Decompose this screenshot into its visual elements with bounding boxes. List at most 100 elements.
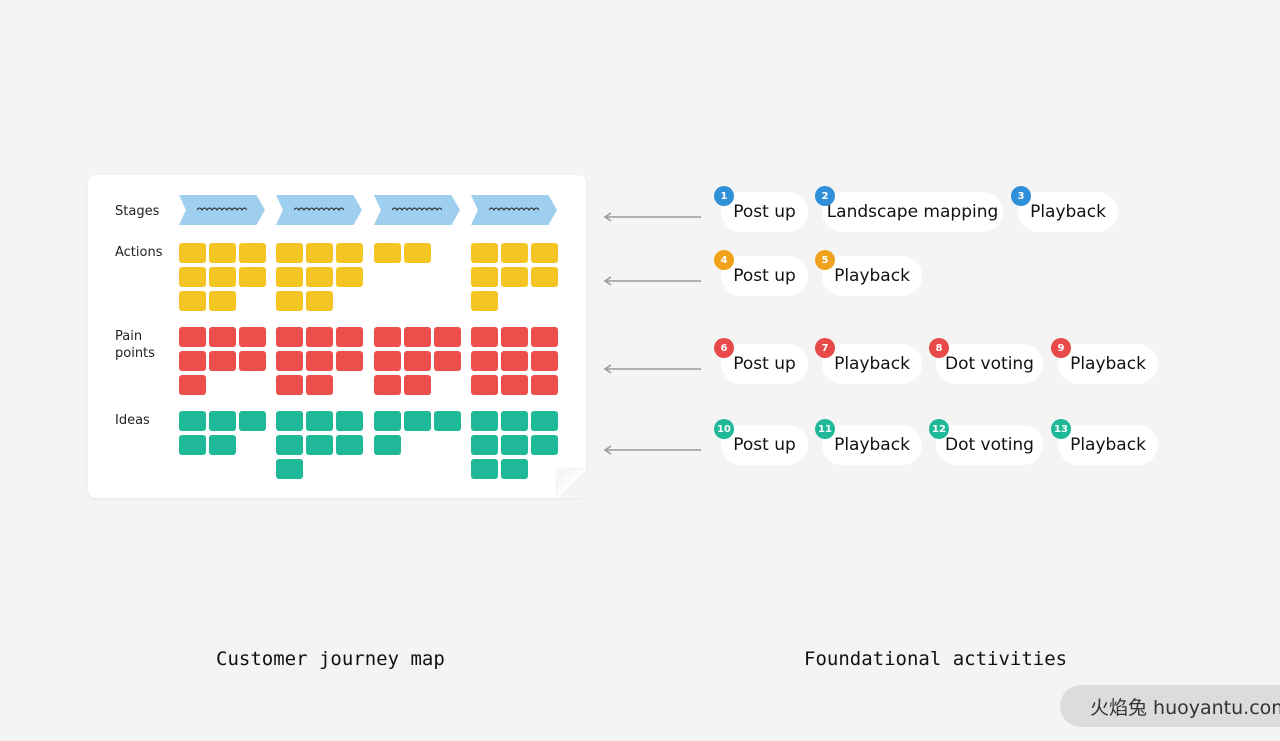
- sticky-note: [471, 267, 498, 287]
- step-number-badge: 3: [1011, 186, 1031, 206]
- activity-pill: Playback: [822, 344, 922, 384]
- activity-label: Playback: [834, 266, 910, 286]
- actions-label: Actions: [115, 245, 163, 260]
- left-arrow-icon: [603, 440, 703, 455]
- sticky-note: [209, 243, 236, 263]
- activity-label: Post up: [733, 202, 796, 222]
- sticky-note: [336, 351, 363, 371]
- sticky-note: [531, 243, 558, 263]
- activity-label: Dot voting: [945, 354, 1034, 374]
- step-number-badge: 12: [929, 419, 949, 439]
- sticky-note: [501, 459, 528, 479]
- sticky-note: [276, 243, 303, 263]
- sticky-note: [531, 375, 558, 395]
- sticky-note: [471, 375, 498, 395]
- stage-chevron: [374, 195, 460, 225]
- sticky-note: [471, 291, 498, 311]
- sticky-note: [471, 243, 498, 263]
- sticky-note: [501, 327, 528, 347]
- sticky-note: [336, 411, 363, 431]
- activity-pill: Dot voting: [936, 344, 1043, 384]
- sticky-note: [276, 375, 303, 395]
- activity-label: Post up: [733, 435, 796, 455]
- sticky-note: [531, 435, 558, 455]
- sticky-note: [179, 243, 206, 263]
- activity-pill: Playback: [1058, 344, 1158, 384]
- step-number-badge: 11: [815, 419, 835, 439]
- step-number-badge: 8: [929, 338, 949, 358]
- sticky-note: [306, 375, 333, 395]
- sticky-note: [471, 435, 498, 455]
- activity-label: Post up: [733, 354, 796, 374]
- activity-label: Post up: [733, 266, 796, 286]
- sticky-note: [434, 351, 461, 371]
- activity-label: Dot voting: [945, 435, 1034, 455]
- sticky-note: [404, 327, 431, 347]
- left-arrow-icon: [603, 207, 703, 222]
- caption-customer-journey-map: Customer journey map: [216, 648, 445, 670]
- sticky-note: [531, 351, 558, 371]
- sticky-note: [501, 243, 528, 263]
- sticky-note: [501, 375, 528, 395]
- sticky-note: [209, 435, 236, 455]
- customer-journey-map-card: Stages Actions Pain points Ideas: [88, 175, 586, 498]
- activity-pill: Landscape mapping: [822, 192, 1003, 232]
- sticky-note: [179, 351, 206, 371]
- sticky-note: [531, 267, 558, 287]
- sticky-note: [336, 327, 363, 347]
- sticky-note: [404, 375, 431, 395]
- sticky-note: [306, 243, 333, 263]
- stage-chevron: [276, 195, 362, 225]
- activity-pill: Post up: [721, 344, 808, 384]
- sticky-note: [501, 435, 528, 455]
- step-number-badge: 4: [714, 250, 734, 270]
- activity-label: Playback: [1070, 354, 1146, 374]
- sticky-note: [501, 351, 528, 371]
- sticky-note: [209, 327, 236, 347]
- sticky-note: [209, 291, 236, 311]
- stage-chevron: [179, 195, 265, 225]
- activity-pill: Post up: [721, 425, 808, 465]
- sticky-note: [471, 411, 498, 431]
- sticky-note: [306, 411, 333, 431]
- sticky-note: [276, 267, 303, 287]
- sticky-note: [276, 327, 303, 347]
- sticky-note: [531, 327, 558, 347]
- step-number-badge: 10: [714, 419, 734, 439]
- sticky-note: [471, 459, 498, 479]
- left-arrow-icon: [603, 271, 703, 286]
- sticky-note: [179, 435, 206, 455]
- sticky-note: [531, 411, 558, 431]
- sticky-note: [471, 327, 498, 347]
- page-fold-corner: [558, 470, 586, 498]
- activity-label: Playback: [1030, 202, 1106, 222]
- activity-label: Playback: [834, 354, 910, 374]
- sticky-note: [179, 291, 206, 311]
- sticky-note: [374, 375, 401, 395]
- sticky-note: [209, 411, 236, 431]
- sticky-note: [276, 291, 303, 311]
- sticky-note: [179, 411, 206, 431]
- sticky-note: [404, 351, 431, 371]
- ideas-label: Ideas: [115, 413, 150, 428]
- activity-label: Landscape mapping: [826, 202, 999, 222]
- step-number-badge: 6: [714, 338, 734, 358]
- activity-pill: Playback: [1058, 425, 1158, 465]
- sticky-note: [276, 435, 303, 455]
- sticky-note: [179, 327, 206, 347]
- sticky-note: [374, 351, 401, 371]
- sticky-note: [306, 291, 333, 311]
- sticky-note: [374, 243, 401, 263]
- activity-pill: Post up: [721, 192, 808, 232]
- sticky-note: [306, 267, 333, 287]
- sticky-note: [471, 351, 498, 371]
- sticky-note: [239, 351, 266, 371]
- caption-foundational-activities: Foundational activities: [804, 648, 1068, 670]
- step-number-badge: 9: [1051, 338, 1071, 358]
- step-number-badge: 13: [1051, 419, 1071, 439]
- sticky-note: [374, 411, 401, 431]
- sticky-note: [306, 327, 333, 347]
- activity-pill: Post up: [721, 256, 808, 296]
- activity-pill: Playback: [1018, 192, 1118, 232]
- sticky-note: [336, 435, 363, 455]
